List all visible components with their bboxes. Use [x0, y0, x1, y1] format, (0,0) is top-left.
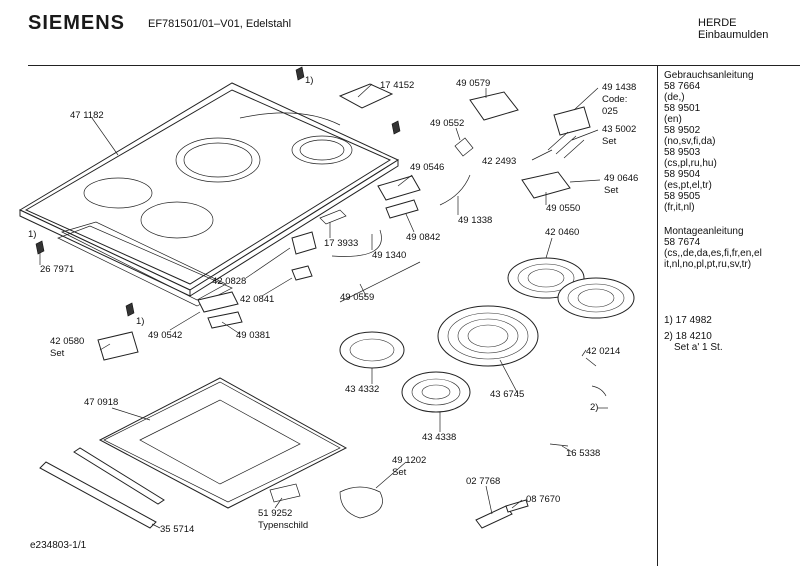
category-line-1: HERDE [698, 17, 737, 29]
footnote-2-set: Set a' 1 St. [674, 342, 723, 353]
install-title: Montageanleitung [664, 226, 744, 237]
label-355714: 35 5714 [160, 524, 194, 535]
label-420841: 42 0841 [240, 294, 274, 305]
frame-seal [57, 221, 233, 307]
label-420828: 42 0828 [212, 276, 246, 287]
label-490579: 49 0579 [456, 78, 490, 89]
sidebar-divider [657, 65, 658, 566]
manual-entry: 58 9501 [664, 103, 701, 114]
label-490552: 49 0552 [430, 118, 464, 129]
header-divider [28, 65, 800, 66]
label-set-a: Set [602, 136, 617, 147]
heating-elements [339, 257, 635, 413]
manual-entry: (cs,pl,ru,hu) [664, 158, 717, 169]
label-174152: 17 4152 [380, 80, 414, 91]
callout-labels: 47 1182 1) 17 4152 49 0579 49 1438 Code:… [28, 75, 638, 535]
label-470918: 47 0918 [84, 397, 118, 408]
label-165338: 16 5338 [566, 448, 600, 459]
label-420580: 42 0580 [50, 336, 84, 347]
label-173933: 17 3933 [324, 238, 358, 249]
label-490546: 49 0546 [410, 162, 444, 173]
mounting-clips [35, 66, 401, 317]
category-block: HERDE Einbaumulden [698, 17, 768, 41]
label-set-c: Set [50, 348, 65, 359]
label-490646: 49 0646 [604, 173, 638, 184]
label-435002: 43 5002 [602, 124, 636, 135]
glass-cooktop [18, 82, 400, 297]
manual-entry: 58 9503 [664, 147, 701, 158]
label-471182: 47 1182 [70, 110, 104, 121]
footnote-2-text: 2) 18 4210 [664, 331, 712, 342]
label-note2: 2) [590, 402, 598, 413]
manual-entry: 58 9504 [664, 169, 701, 180]
manual-entry: (no,sv,fi,da) [664, 136, 716, 147]
label-422493: 42 2493 [482, 156, 516, 167]
manual-entry: (fr,it,nl) [664, 202, 695, 213]
control-components [97, 83, 591, 361]
manual-entry: (de,) [664, 92, 685, 103]
install-entry: 58 7674 [664, 237, 701, 248]
footnote-1: 1) 17 4982 [664, 315, 712, 326]
manual-entry: 58 7664 [664, 81, 701, 92]
label-490542: 49 0542 [148, 330, 182, 341]
label-491202: 49 1202 [392, 455, 426, 466]
label-087670: 08 7670 [526, 494, 560, 505]
label-note1-top: 1) [305, 75, 313, 86]
label-code: Code: [602, 94, 627, 105]
label-490550: 49 0550 [546, 203, 580, 214]
bottom-tray [98, 377, 348, 509]
manual-title: Gebrauchsanleitung [664, 70, 754, 81]
footnote-2: 2) 18 4210 Set a' 1 St. [664, 331, 723, 353]
label-434338: 43 4338 [422, 432, 456, 443]
brand-logo: SIEMENS [28, 12, 126, 34]
label-519252: 51 9252 [258, 508, 292, 519]
small-parts [39, 357, 608, 529]
label-491340: 49 1340 [372, 250, 406, 261]
model-title: EF781501/01–V01, Edelstahl [148, 18, 292, 30]
manual-entry: (en) [664, 114, 682, 125]
label-set-d: Set [392, 467, 407, 478]
label-code-value: 025 [602, 106, 618, 117]
label-027768: 02 7768 [466, 476, 500, 487]
label-note1-left: 1) [28, 229, 36, 240]
manual-entry: 58 9502 [664, 125, 701, 136]
label-420460: 42 0460 [545, 227, 579, 238]
manual-entry: 58 9505 [664, 191, 701, 202]
label-434332: 43 4332 [345, 384, 379, 395]
footnote-1-text: 1) 17 4982 [664, 315, 712, 326]
label-436745: 43 6745 [490, 389, 524, 400]
label-490842: 49 0842 [406, 232, 440, 243]
label-491438: 49 1438 [602, 82, 636, 93]
label-420214: 42 0214 [586, 346, 620, 357]
install-list: Montageanleitung 58 7674 (cs,,de,da,es,f… [664, 226, 762, 270]
manual-list: Gebrauchsanleitung 58 7664 (de,) 58 9501… [664, 70, 754, 213]
label-491338: 49 1338 [458, 215, 492, 226]
manual-entry: (es,pt,el,tr) [664, 180, 712, 191]
install-entry: it,nl,no,pl,pt,ru,sv,tr) [664, 259, 752, 270]
doc-id: e234803-1/1 [30, 540, 87, 551]
leader-lines [39, 83, 601, 529]
label-490381: 49 0381 [236, 330, 270, 341]
label-267971: 26 7971 [40, 264, 74, 275]
install-entry: (cs,,de,da,es,fi,fr,en,el [664, 248, 762, 259]
category-line-2: Einbaumulden [698, 29, 769, 41]
label-490559: 49 0559 [340, 292, 374, 303]
label-set-b: Set [604, 185, 619, 196]
label-note1-mid: 1) [136, 316, 144, 327]
label-typenschild: Typenschild [258, 520, 308, 531]
